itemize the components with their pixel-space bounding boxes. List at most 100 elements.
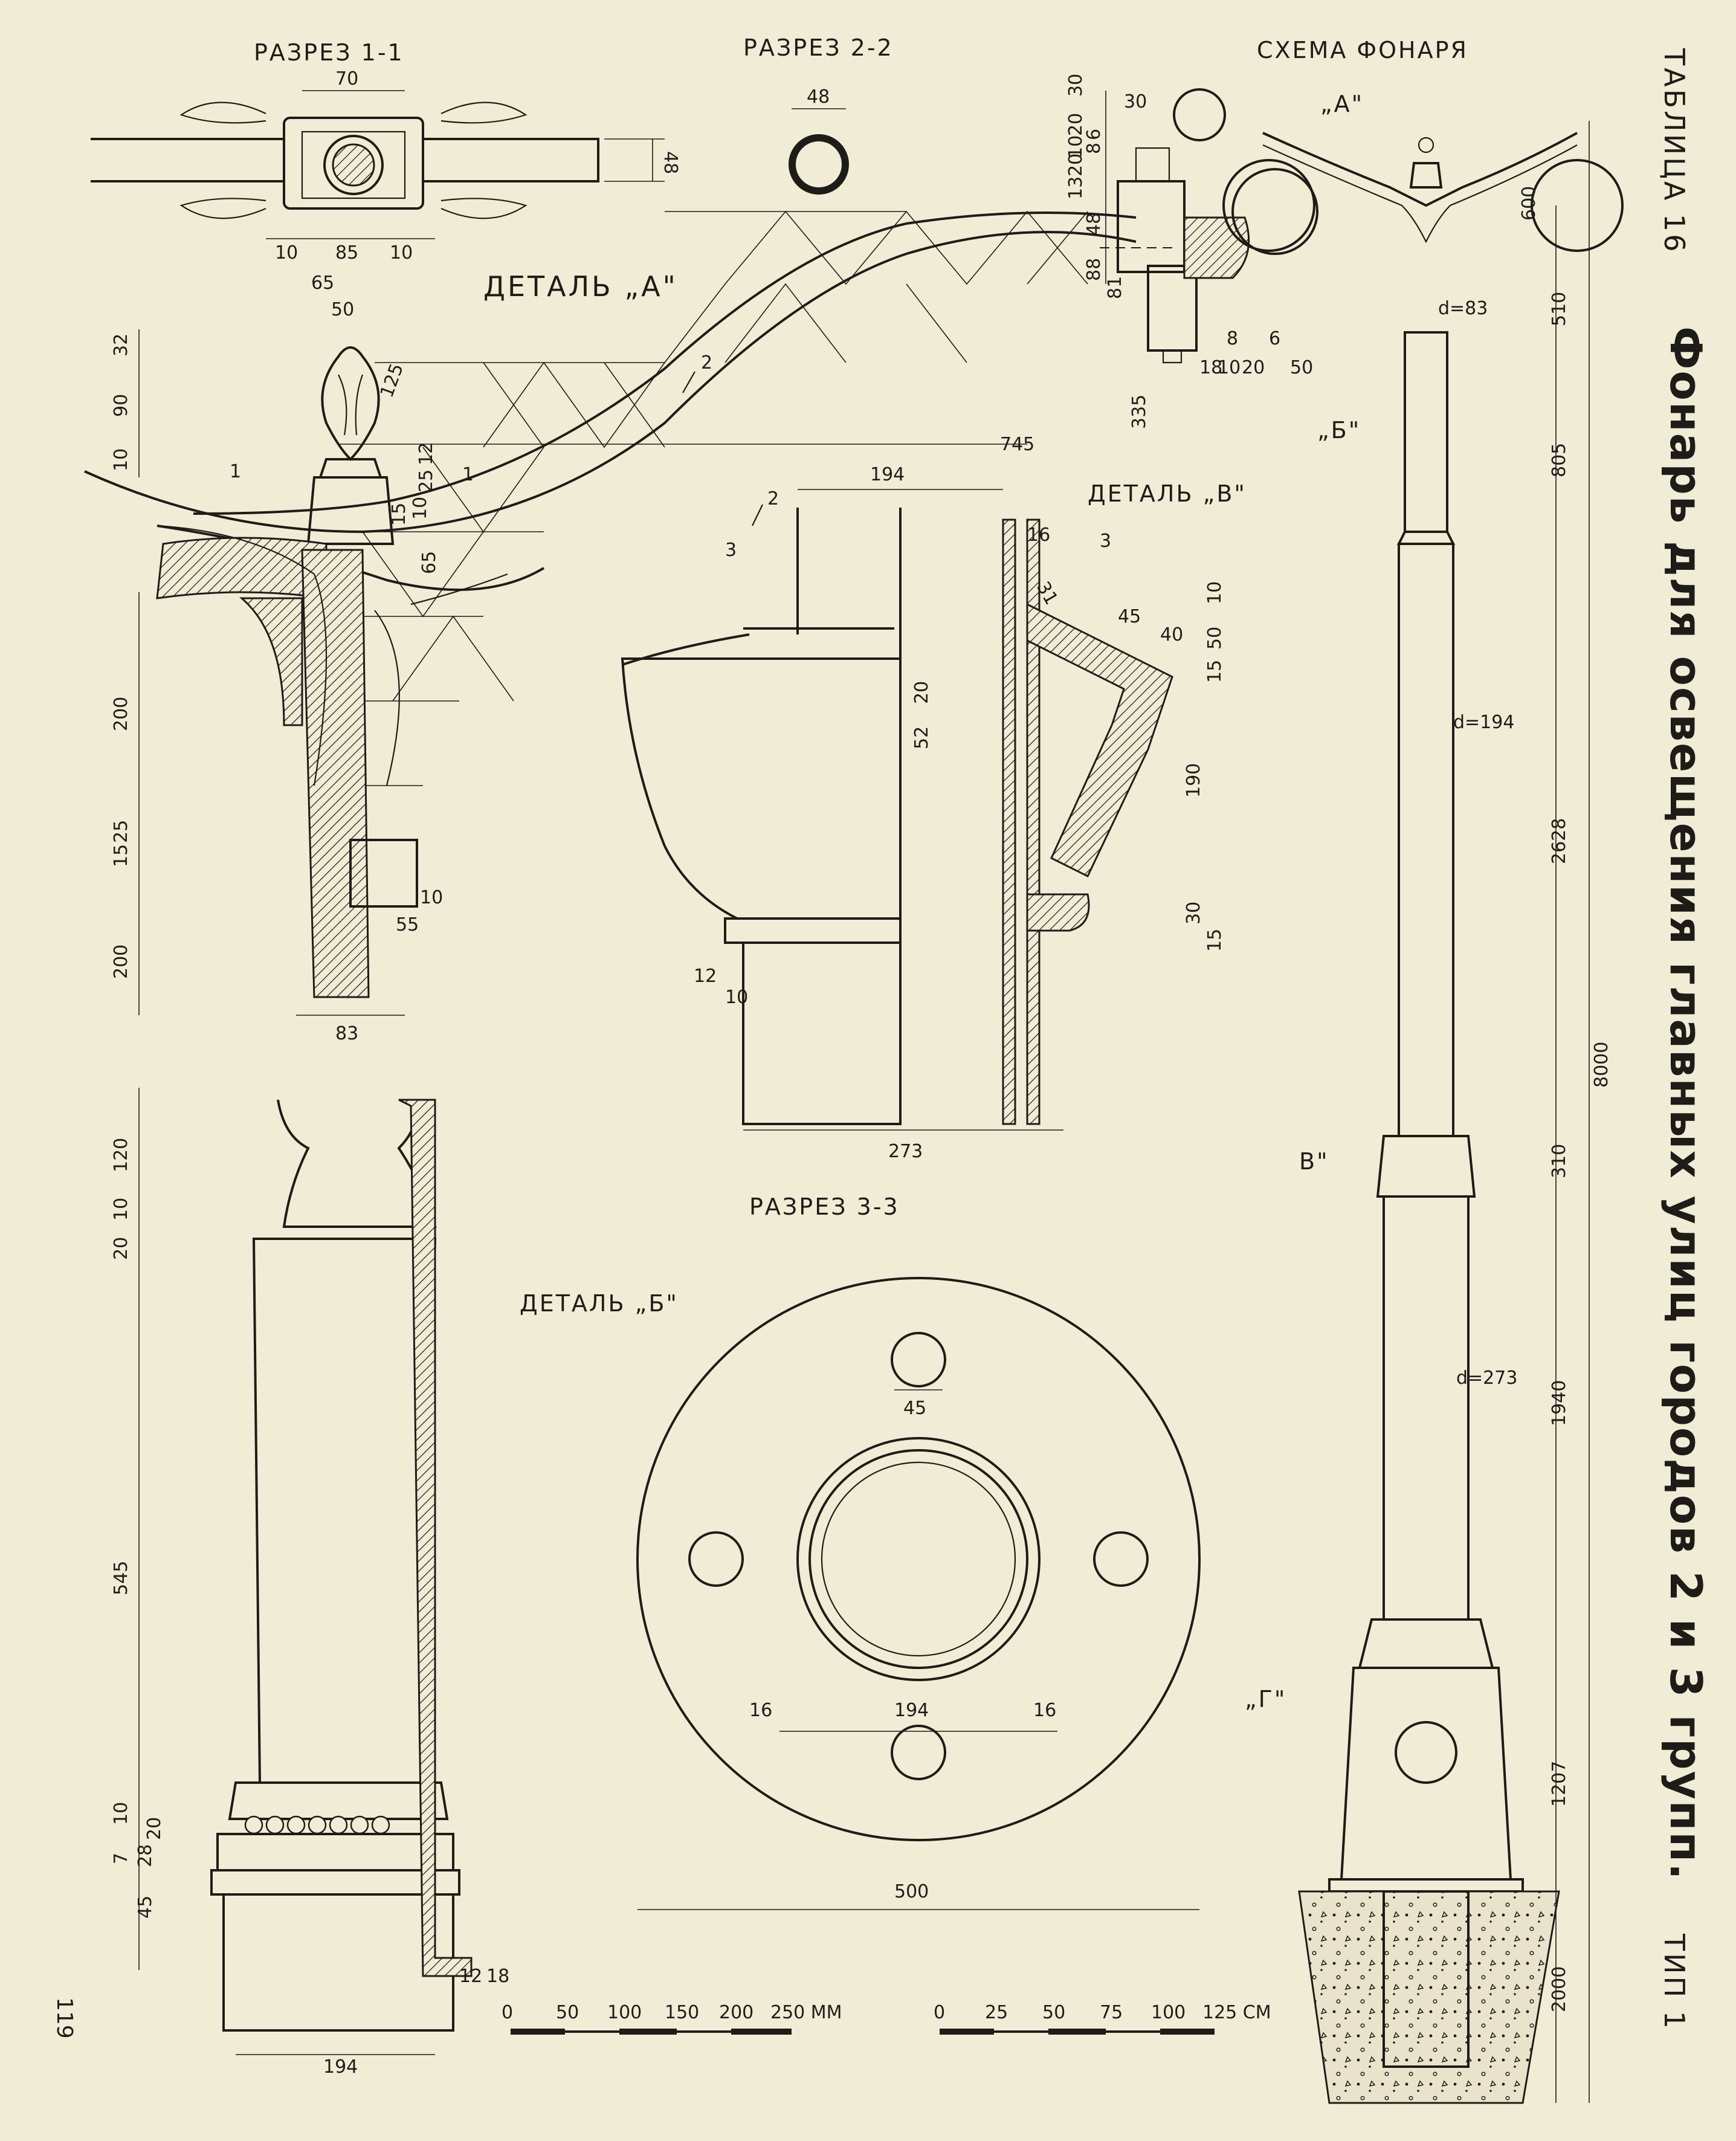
s33-16b: 16: [1033, 1700, 1056, 1721]
v-50: 50: [1204, 627, 1225, 650]
da-65b: 65: [419, 551, 440, 574]
cut-mark-2a: 2: [701, 352, 712, 373]
lamp-d83: d=83: [1438, 298, 1488, 319]
v-52: 52: [911, 726, 932, 749]
scale-mm-100: 100: [607, 2002, 642, 2023]
arm-30b: 30: [1065, 74, 1086, 97]
scale-mm-50: 50: [556, 2002, 579, 2023]
scale-mm-200: 200: [719, 2002, 753, 2023]
bb-120: 120: [111, 1138, 132, 1172]
arm-20b: 20: [1065, 153, 1086, 176]
lamp-8000: 8000: [1591, 1042, 1612, 1088]
arm-81: 81: [1105, 276, 1126, 299]
arm-194: 194: [870, 464, 905, 485]
table-label: ТАБЛИЦА 16: [1658, 48, 1691, 254]
s33-500: 500: [894, 1881, 929, 1902]
s11-h-dim: 48: [660, 151, 681, 174]
marker-b: „Б": [1317, 417, 1361, 444]
v-15: 15: [1204, 660, 1225, 683]
scale-cm-125: 125 СМ: [1202, 2002, 1271, 2023]
s11-top-dim: 70: [335, 68, 358, 89]
arm-10c: 10: [1218, 357, 1241, 378]
v-10: 10: [1204, 581, 1225, 604]
v-12: 12: [694, 966, 717, 987]
page-title-group: Фонарь для освещения главных улиц городо…: [1660, 326, 1711, 1881]
marker-v: В": [1299, 1148, 1329, 1175]
v-16: 16: [1027, 525, 1050, 546]
arm-6: 6: [1083, 129, 1105, 140]
da-50: 50: [331, 299, 354, 320]
lamp-scheme-title: СХЕМА ФОНАРЯ: [1257, 37, 1468, 63]
detail-v-drawing: ДЕТАЛЬ „В" 3 3 16 31 45 40 10 50 15 190 …: [621, 480, 1245, 1220]
arm-20: 20: [1065, 113, 1086, 136]
arm-10: 10: [1065, 135, 1086, 158]
scale-cm-75: 75: [1100, 2002, 1123, 2023]
marker-g: „Г": [1245, 1686, 1286, 1713]
header-labels: РАЗРЕЗ 1-1 РАЗРЕЗ 2-2 СХЕМА ФОНАРЯ: [254, 34, 1468, 66]
bb-20: 20: [111, 1237, 132, 1260]
bb-545: 545: [111, 1561, 132, 1595]
da-12: 12: [416, 442, 437, 465]
detail-a-drawing: 32 90 10 65 50 125 12 25 15 10 65 200 25…: [111, 273, 508, 1044]
da-65: 65: [311, 273, 334, 294]
page-title: Фонарь для освещения главных улиц городо…: [1660, 326, 1711, 1881]
cut-mark-2b: 2: [767, 488, 779, 509]
marker-a: „А": [1320, 91, 1364, 117]
v-190: 190: [1183, 763, 1204, 798]
lamp-2628: 2628: [1549, 818, 1570, 864]
s33-45: 45: [903, 1398, 926, 1419]
bb-10: 10: [111, 1198, 132, 1221]
b-200b: 200: [111, 945, 132, 979]
cut-mark-1b: 1: [462, 464, 474, 485]
scale-bar-cm: 0 25 50 75 100 125 СМ: [934, 2002, 1271, 2035]
arm-335: 335: [1129, 395, 1150, 429]
cut-mark-3a: 3: [725, 540, 737, 561]
page-number: 119: [52, 1997, 77, 2039]
section-3-3-title: РАЗРЕЗ 3-3: [749, 1193, 900, 1220]
arm-20c: 20: [1242, 357, 1265, 378]
b-15: 15: [111, 844, 132, 867]
lamp-600: 600: [1518, 186, 1540, 221]
arm-18: 18: [1199, 357, 1222, 378]
v-10b: 10: [725, 987, 748, 1008]
page-number-group: 119: [52, 1997, 77, 2039]
da-90: 90: [111, 394, 132, 417]
v-15b: 15: [1204, 929, 1225, 952]
b-55: 55: [396, 914, 419, 935]
da-125: 125: [376, 361, 408, 401]
v-273: 273: [888, 1141, 923, 1162]
scale-mm-250: 250 ММ: [770, 2002, 842, 2023]
da-25: 25: [416, 470, 437, 492]
s33-194: 194: [894, 1700, 929, 1721]
bb-7: 7: [111, 1853, 132, 1864]
da-10: 10: [111, 448, 132, 471]
arm-6b: 6: [1269, 328, 1280, 349]
detail-b-title: ДЕТАЛЬ „Б": [520, 1290, 679, 1317]
s33-16: 16: [749, 1700, 772, 1721]
type-label-group: ТИП 1: [1658, 1933, 1691, 2031]
detail-a-title: ДЕТАЛЬ „А": [483, 270, 678, 303]
scale-mm-150: 150: [665, 2002, 699, 2023]
s11-a-dim: 10: [275, 242, 298, 263]
scale-cm-100: 100: [1151, 2002, 1186, 2023]
detail-b-drawing: 120 10 20 545 20 10 7 28 45 12 18 194 ДЕ…: [111, 1088, 679, 2078]
table-label-group: ТАБЛИЦА 16: [1658, 48, 1691, 254]
arm-88: 88: [1083, 258, 1105, 281]
bb-194: 194: [323, 2056, 358, 2078]
arm-30: 30: [1124, 91, 1147, 112]
section-2-2-title: РАЗРЕЗ 2-2: [743, 34, 894, 61]
lamp-d194: d=194: [1453, 712, 1514, 733]
bb-20b: 20: [144, 1817, 165, 1840]
arm-8b: 8: [1227, 328, 1238, 349]
lamp-310: 310: [1549, 1144, 1570, 1178]
section-3-3-drawing: 45 16 194 16 500: [636, 1277, 1201, 1910]
v-20: 20: [911, 681, 932, 704]
lamp-d273: d=273: [1456, 1368, 1517, 1389]
v-40: 40: [1160, 624, 1183, 645]
v-30: 30: [1183, 902, 1204, 925]
b-200: 200: [111, 697, 132, 731]
arm-50: 50: [1290, 357, 1313, 378]
arm-13: 13: [1065, 176, 1086, 199]
da-15: 15: [389, 503, 410, 526]
